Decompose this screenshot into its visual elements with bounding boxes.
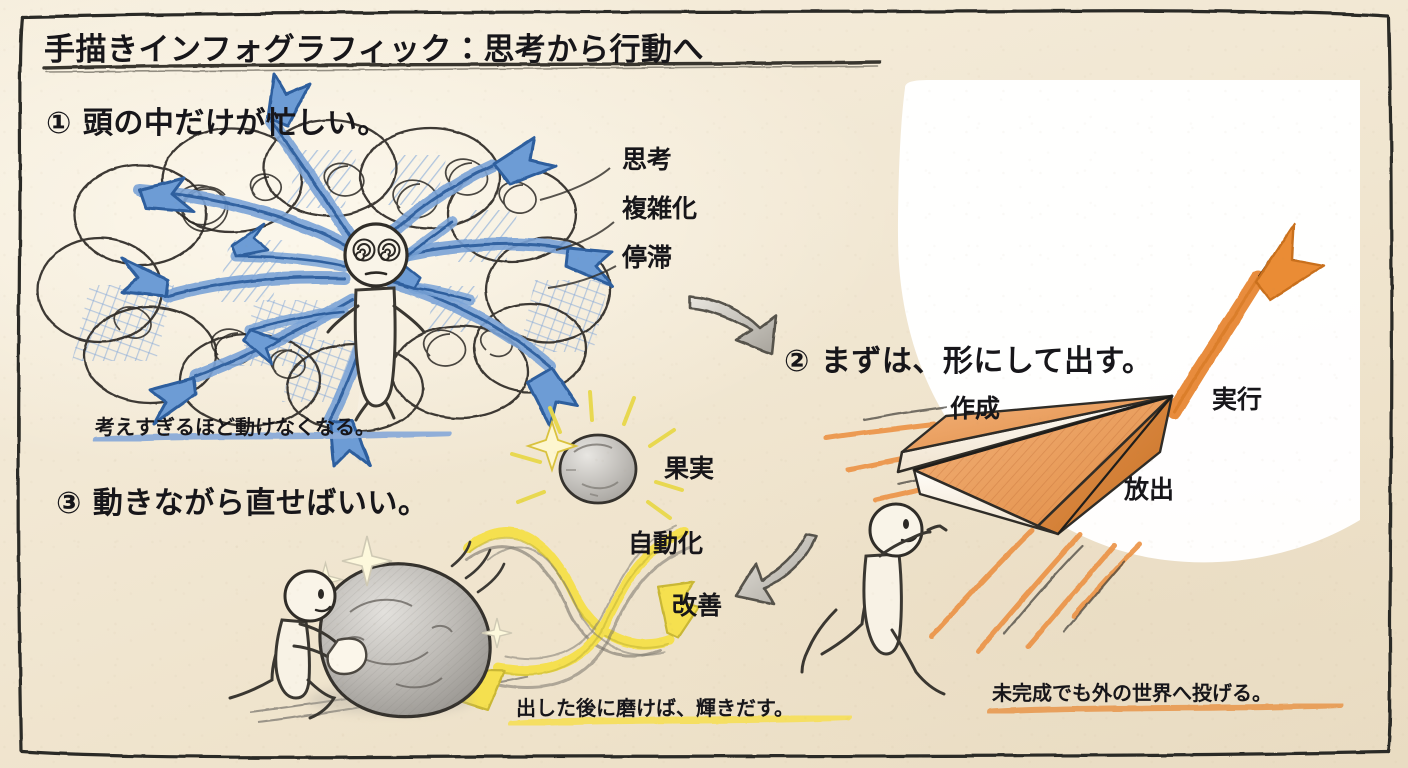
section-2-heading: ② まずは、形にして出す。 — [784, 344, 1153, 379]
label-execute: 実行 — [1212, 385, 1263, 414]
title-underline — [42, 60, 882, 73]
label-automation: 自動化 — [628, 529, 704, 558]
caption-3: 出した後に磨けば、輝きだす。 — [516, 696, 794, 720]
label-fruit: 果実 — [664, 454, 715, 483]
label-stagnation: 停滞 — [622, 243, 673, 272]
rising-orange-arrow — [1166, 222, 1326, 420]
caption-2: 未完成でも外の世界へ投げる。 — [992, 681, 1272, 705]
label-create: 作成 — [950, 394, 1001, 423]
section-3-heading: ③ 動きながら直せばいい。 — [56, 486, 429, 521]
section-1-heading: ① 頭の中だけが忙しい。 — [46, 106, 388, 141]
page-title: 手描きインフォグラフィック：思考から行動へ — [44, 32, 704, 68]
panel-2-paper-plane-illustration — [800, 222, 1326, 696]
paper-plane — [896, 394, 1174, 536]
caption-2-underline — [987, 702, 1343, 715]
connector-arrow-2-to-3 — [734, 532, 818, 606]
panel-3-polish-illustration — [228, 390, 700, 723]
caption-3-underline — [508, 713, 852, 728]
stick-figure-thrower — [800, 502, 948, 696]
connector-arrow-1-to-2 — [688, 294, 778, 356]
label-thought: 思考 — [622, 145, 673, 174]
boulder — [306, 535, 513, 719]
caption-1-underline — [92, 429, 452, 444]
label-leader-lines — [539, 167, 617, 289]
polished-stone — [510, 390, 684, 520]
panel-1-thought-cloud-illustration — [36, 72, 614, 468]
sketch-frame — [17, 9, 1393, 759]
stick-figure-overwhelmed — [326, 222, 426, 422]
stick-figure-polisher — [228, 569, 368, 720]
caption-1: 考えすぎるほど動けなくなる。 — [95, 415, 375, 439]
label-release: 放出 — [1124, 475, 1175, 504]
label-improvement: 改善 — [672, 591, 723, 620]
label-complexity: 複雑化 — [622, 194, 698, 223]
